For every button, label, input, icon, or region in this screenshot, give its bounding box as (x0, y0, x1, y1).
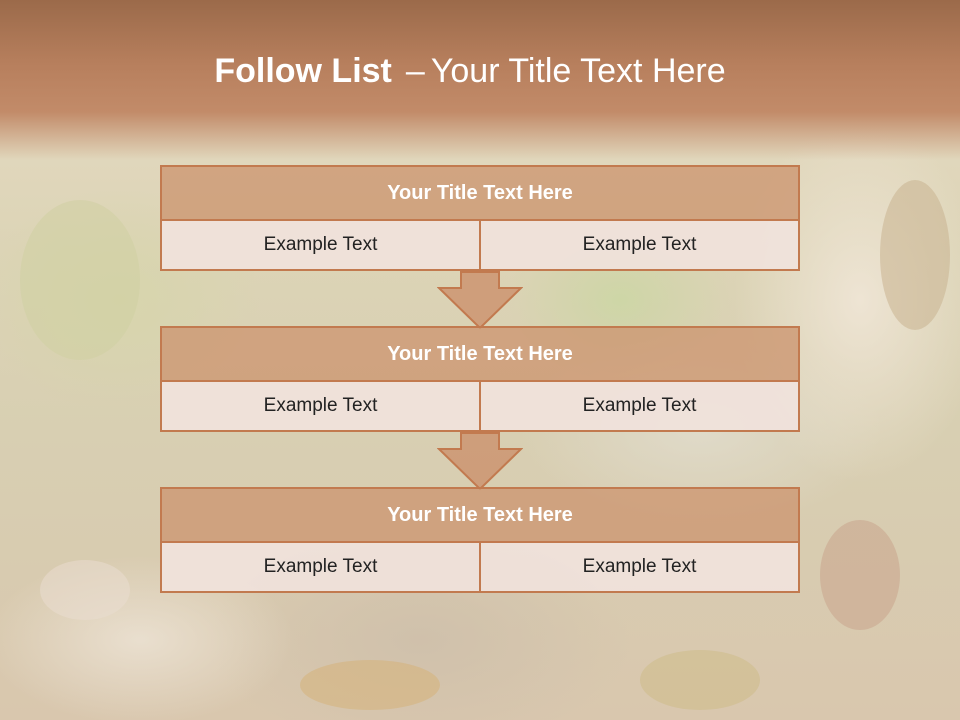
step-cell-right: Example Text (481, 543, 800, 593)
step-block-3: Your Title Text Here Example Text Exampl… (160, 487, 800, 593)
step-title: Your Title Text Here (160, 326, 800, 382)
step-row: Example Text Example Text (160, 543, 800, 593)
step-row: Example Text Example Text (160, 221, 800, 271)
title-rest-text: Your Title Text Here (430, 52, 726, 90)
step-cell-left: Example Text (160, 382, 481, 432)
slide-title: Follow List–Your Title Text Here (0, 52, 940, 91)
down-arrow-icon (437, 432, 523, 491)
leaf-decoration (300, 660, 440, 710)
leaf-decoration (40, 560, 130, 620)
leaf-decoration (20, 200, 140, 360)
step-block-1: Your Title Text Here Example Text Exampl… (160, 165, 800, 271)
step-title: Your Title Text Here (160, 165, 800, 221)
leaf-decoration (820, 520, 900, 630)
step-cell-left: Example Text (160, 543, 481, 593)
title-band (0, 0, 960, 160)
down-arrow-icon (437, 271, 523, 330)
leaf-decoration (880, 180, 950, 330)
leaf-decoration (640, 650, 760, 710)
title-dash: – (405, 52, 425, 90)
step-row: Example Text Example Text (160, 382, 800, 432)
step-title: Your Title Text Here (160, 487, 800, 543)
title-bold-text: Follow List (214, 52, 392, 90)
step-cell-left: Example Text (160, 221, 481, 271)
step-block-2: Your Title Text Here Example Text Exampl… (160, 326, 800, 432)
step-cell-right: Example Text (481, 382, 800, 432)
step-cell-right: Example Text (481, 221, 800, 271)
